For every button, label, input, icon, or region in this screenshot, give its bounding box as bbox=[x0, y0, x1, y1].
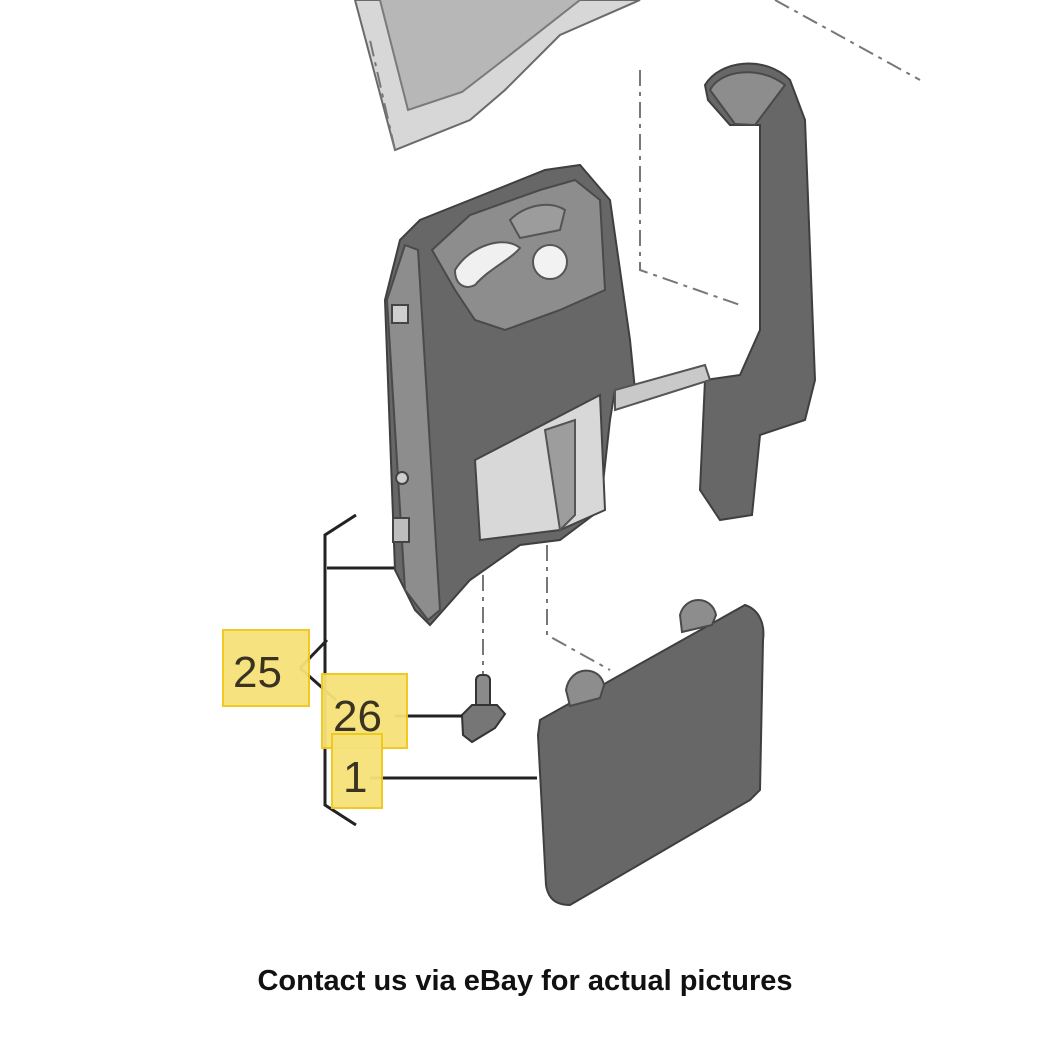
callout-label-1: 1 bbox=[343, 753, 367, 802]
assembly-guide-lines bbox=[482, 0, 921, 680]
callout-25: 25 bbox=[222, 629, 310, 707]
cover-panel-part-1 bbox=[536, 599, 765, 907]
contact-note: Contact us via eBay for actual pictures bbox=[257, 965, 793, 997]
callout-1: 1 bbox=[331, 733, 383, 809]
upper-console-fragment bbox=[353, 0, 641, 152]
callout-label-25: 25 bbox=[233, 648, 282, 697]
center-console-panel-assembly bbox=[383, 62, 817, 627]
screw-part-26 bbox=[460, 674, 507, 744]
callout-label-26: 26 bbox=[333, 692, 382, 741]
